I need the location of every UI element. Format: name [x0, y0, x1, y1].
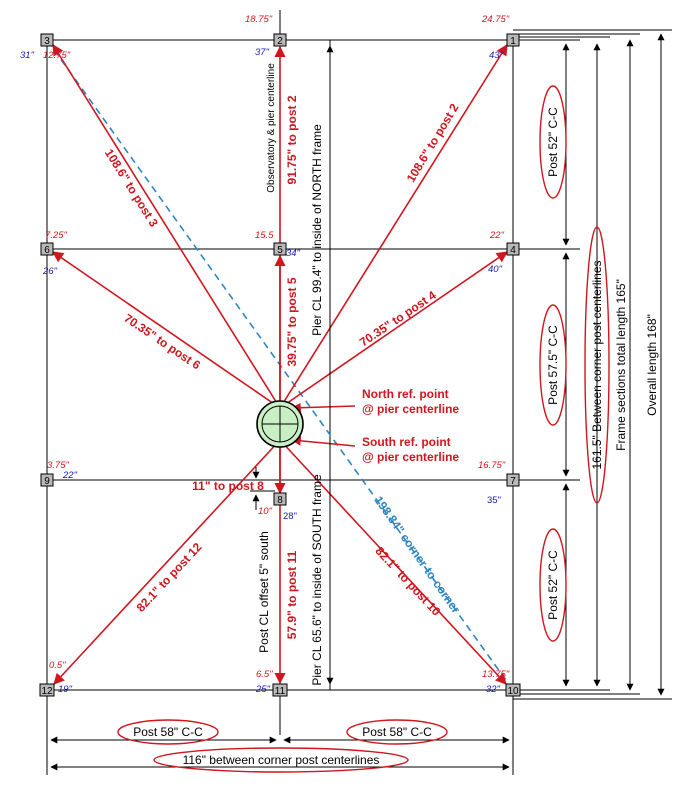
horizontal-dimensions	[50, 736, 510, 771]
h-left-label: Post 58" C-C	[133, 725, 203, 739]
post-9-top: 3.75"	[47, 460, 69, 471]
distance-to-post-6: 70.35" to post 6	[121, 311, 203, 373]
post-9: 9	[40, 473, 54, 487]
post-2-bottom: 37"	[255, 47, 270, 58]
north-ref-sub: @ pier centerline	[362, 402, 459, 416]
post-5: 5	[273, 242, 287, 256]
post-12: 12	[39, 683, 55, 697]
cc-mid-label: Post 57.5" C-C	[546, 325, 560, 405]
svg-text:10: 10	[507, 686, 519, 697]
cc-bot-label: Post 52" C-C	[546, 550, 560, 620]
post-6-top: 7.25"	[45, 230, 67, 241]
pier	[256, 400, 304, 448]
svg-text:12: 12	[41, 686, 53, 697]
post-11-top: 6.5"	[256, 669, 273, 680]
post-10: 10	[505, 683, 521, 697]
post-8-bottom: 28"	[283, 511, 297, 522]
cc-top-label: Post 52" C-C	[546, 107, 560, 177]
post-10-bottom: 32"	[486, 684, 501, 695]
post-5-top: 15.5	[255, 230, 274, 241]
post-3-top: 12.75"	[43, 50, 71, 61]
post-7-top: 16.75"	[478, 460, 506, 471]
post-1-top: 24.75"	[481, 14, 510, 25]
observatory-centerline-label: Observatory & pier centerline	[266, 63, 277, 193]
h-right-label: Post 58" C-C	[362, 725, 432, 739]
frame-grid	[46, 10, 672, 775]
post-8: 8	[273, 492, 287, 506]
post-9-bottom: 22"	[62, 470, 78, 481]
north-ref-label: North ref. point	[362, 387, 449, 401]
distance-to-post-11: 57.9" to post 11	[285, 550, 299, 639]
svg-text:2: 2	[277, 36, 283, 47]
distance-to-post-5: 39.75" to post 5	[285, 277, 299, 366]
north-frame-label: Pier CL 99.4" to inside of NORTH frame	[310, 124, 324, 336]
svg-text:11: 11	[275, 686, 286, 697]
south-frame-label: Pier CL 65.6" to inside of SOUTH frame	[310, 474, 324, 686]
distance-to-post-1: 108.6" to post 2	[404, 101, 462, 185]
post-4: 4	[506, 242, 520, 256]
north-ref-pointer	[291, 402, 356, 413]
post-11-bottom: 25"	[255, 684, 271, 695]
post-offset-label: Post CL offset 5" south	[257, 531, 271, 653]
svg-text:9: 9	[44, 476, 50, 487]
post-4-bottom: 40"	[488, 264, 503, 275]
svg-text:5: 5	[277, 245, 283, 256]
post-1: 1	[506, 33, 520, 47]
post-10-top: 13.75"	[482, 669, 510, 680]
overall-label: Overall length 168"	[645, 314, 659, 416]
post-2: 2	[273, 33, 287, 47]
distance-to-post-2: 91.75" to post 2	[285, 95, 299, 184]
south-ref-pointer	[291, 435, 356, 447]
post-12-top: 0.5"	[49, 660, 66, 671]
post-7-bottom: 35"	[487, 495, 501, 506]
post-4-top: 22"	[489, 230, 505, 241]
between-vert-label: 161.5" Between corner post centerlines	[590, 260, 604, 469]
frame-total-label: Frame sections total length 165"	[614, 279, 628, 451]
post-5-bottom: 34"	[286, 248, 301, 259]
svg-text:4: 4	[510, 245, 516, 256]
post-2-top: 18.75"	[245, 14, 273, 25]
post-3: 3	[40, 33, 54, 47]
distance-to-post-4: 70.35" to post 4	[357, 288, 439, 350]
distance-to-post-12: 82.1" to post 12	[134, 540, 205, 615]
post-6: 6	[40, 242, 54, 256]
svg-text:8: 8	[277, 495, 283, 506]
post-12-bottom: 19"	[58, 684, 73, 695]
south-ref-sub: @ pier centerline	[362, 450, 459, 464]
post-3-bottom: 31"	[20, 50, 35, 61]
post-8-top: 10"	[258, 506, 273, 517]
svg-text:1: 1	[510, 36, 516, 47]
distance-arrows	[52, 44, 508, 685]
post-7: 7	[506, 473, 520, 487]
post-6-bottom: 26"	[42, 266, 58, 277]
post-1-bottom: 43"	[489, 50, 504, 61]
posts: 3 2 1 6 5 4 9 8 7 12 11 10	[39, 33, 521, 697]
cc-ovals	[117, 85, 610, 773]
post-11: 11	[272, 683, 288, 697]
south-ref-label: South ref. point	[362, 435, 451, 449]
svg-text:3: 3	[44, 36, 50, 47]
distance-to-post-8: 11" to post 8	[192, 479, 264, 493]
svg-text:7: 7	[510, 476, 516, 487]
svg-text:6: 6	[44, 245, 50, 256]
h-total-label: 116" between corner post centerlines	[183, 753, 380, 767]
